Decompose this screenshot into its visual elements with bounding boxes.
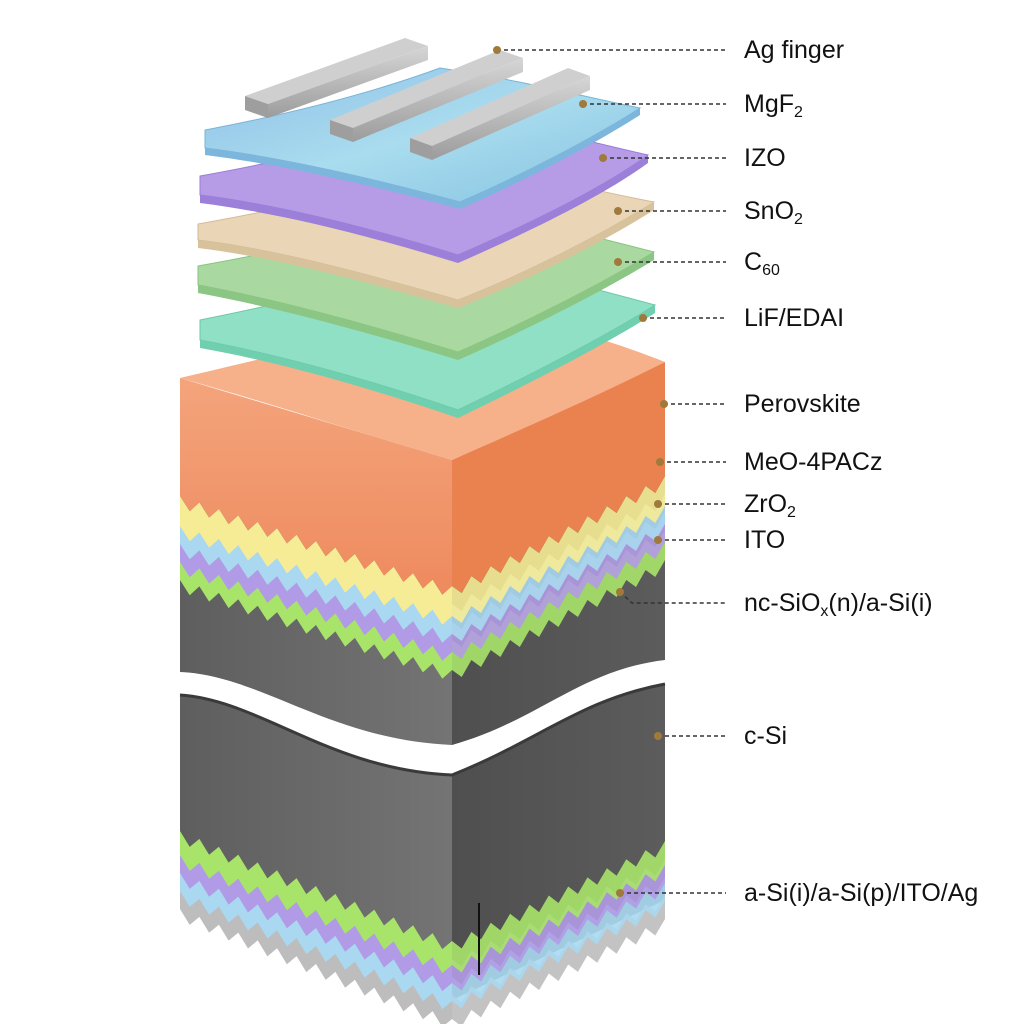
label-subscript: 60 bbox=[762, 262, 780, 279]
c-si-front-face bbox=[180, 695, 452, 1000]
perovskite-side-face bbox=[452, 362, 665, 593]
leader-dot bbox=[616, 588, 624, 596]
label-izo: IZO bbox=[744, 143, 786, 173]
meo-layer-side bbox=[452, 476, 665, 623]
ag-finger-bar bbox=[330, 50, 523, 142]
label-pvk: Perovskite bbox=[744, 389, 861, 419]
label-zro: ZrO2 bbox=[744, 489, 796, 521]
label-main: Perovskite bbox=[744, 390, 861, 418]
label-ncsi: nc-SiOx(n)/a-Si(i) bbox=[744, 588, 933, 620]
leader-line bbox=[619, 591, 726, 604]
back-asii-layer-front bbox=[180, 831, 452, 974]
mgf2-edge bbox=[205, 108, 640, 209]
leader-dot bbox=[654, 536, 662, 544]
leader-dot bbox=[614, 207, 622, 215]
label-main: c-Si bbox=[744, 722, 788, 750]
label-main: SnO bbox=[744, 197, 795, 225]
label-main: ZrO bbox=[744, 490, 788, 518]
leader-dot bbox=[579, 100, 587, 108]
label-main: nc-SiO bbox=[744, 589, 821, 617]
meo-layer-front bbox=[180, 496, 452, 625]
label-main: a-Si(i)/a-Si(p)/ITO/Ag bbox=[744, 879, 979, 907]
label-ag: Ag finger bbox=[744, 35, 844, 65]
label-back: a-Si(i)/a-Si(p)/ITO/Ag bbox=[744, 878, 978, 908]
label-tail: (n)/a-Si(i) bbox=[828, 589, 933, 617]
back-contact-layers bbox=[180, 831, 665, 1024]
ag-finger-bar bbox=[410, 68, 590, 160]
label-lif: LiF/EDAI bbox=[744, 303, 844, 333]
c-si-gap-edge bbox=[179, 682, 666, 777]
leader-dot bbox=[660, 400, 668, 408]
label-subscript: 2 bbox=[794, 211, 803, 228]
label-subscript: x bbox=[820, 603, 829, 620]
leader-dot bbox=[654, 500, 662, 508]
leader-dot bbox=[639, 314, 647, 322]
label-main: MeO-4PACz bbox=[744, 448, 883, 476]
label-mgf: MgF2 bbox=[744, 89, 803, 121]
lif-edai-edge bbox=[200, 305, 655, 418]
label-sno: SnO2 bbox=[744, 196, 803, 228]
back-asii-layer-side bbox=[452, 841, 665, 973]
back-ag-layer-front bbox=[180, 885, 452, 1024]
izo-edge bbox=[200, 155, 648, 263]
leader-lines bbox=[493, 46, 726, 897]
label-c60: C60 bbox=[744, 247, 780, 279]
label-main: ITO bbox=[744, 526, 786, 554]
zro2-layer-front bbox=[180, 514, 452, 643]
back-ito-layer-front bbox=[180, 867, 452, 1010]
label-main: C bbox=[744, 248, 763, 276]
perovskite-front-face bbox=[180, 378, 452, 595]
ito-layer-front bbox=[180, 532, 452, 661]
leader-dot bbox=[599, 154, 607, 162]
label-main: LiF/EDAI bbox=[744, 304, 845, 332]
label-subscript: 2 bbox=[794, 104, 803, 121]
c60-edge bbox=[198, 252, 654, 360]
leader-dot bbox=[654, 732, 662, 740]
label-csi: c-Si bbox=[744, 721, 787, 751]
ag-finger-bar bbox=[245, 38, 428, 118]
label-meo: MeO-4PACz bbox=[744, 447, 882, 477]
back-asip-layer-front bbox=[180, 849, 452, 992]
leader-dot bbox=[614, 258, 622, 266]
label-main: MgF bbox=[744, 90, 794, 118]
label-main: IZO bbox=[744, 144, 786, 172]
ag-fingers bbox=[245, 38, 590, 160]
leader-dot bbox=[493, 46, 501, 54]
label-ito: ITO bbox=[744, 525, 785, 555]
sno2-edge bbox=[198, 202, 654, 308]
nc-si-layer-front bbox=[180, 550, 452, 679]
leader-dot bbox=[616, 889, 624, 897]
leader-dot bbox=[656, 458, 664, 466]
label-main: Ag finger bbox=[744, 36, 845, 64]
label-subscript: 2 bbox=[787, 504, 796, 521]
interface-layers bbox=[180, 476, 665, 679]
